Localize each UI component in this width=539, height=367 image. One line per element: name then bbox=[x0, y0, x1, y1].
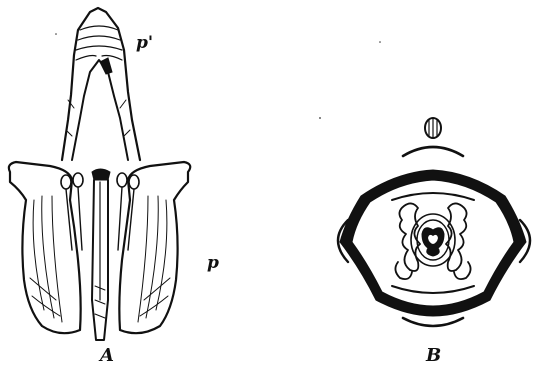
label-b: B bbox=[425, 345, 441, 366]
axis-dot bbox=[425, 118, 441, 138]
label-p: p bbox=[207, 253, 219, 273]
print-speck bbox=[379, 41, 381, 43]
print-speck bbox=[319, 117, 321, 119]
stamen-group-right bbox=[446, 203, 471, 279]
label-p-prime: p' bbox=[136, 33, 153, 53]
inner-petal-top bbox=[392, 193, 474, 200]
upper-petal bbox=[62, 8, 140, 160]
central-column bbox=[92, 169, 110, 340]
right-lateral-petal bbox=[119, 162, 190, 333]
stamen-group-left bbox=[395, 203, 420, 279]
figure-a: p' p A bbox=[9, 8, 219, 366]
figure-b: B bbox=[338, 118, 530, 366]
print-speck bbox=[55, 33, 57, 35]
inner-petal-bottom bbox=[392, 286, 474, 293]
ovary bbox=[411, 214, 455, 266]
label-a: A bbox=[98, 345, 114, 366]
